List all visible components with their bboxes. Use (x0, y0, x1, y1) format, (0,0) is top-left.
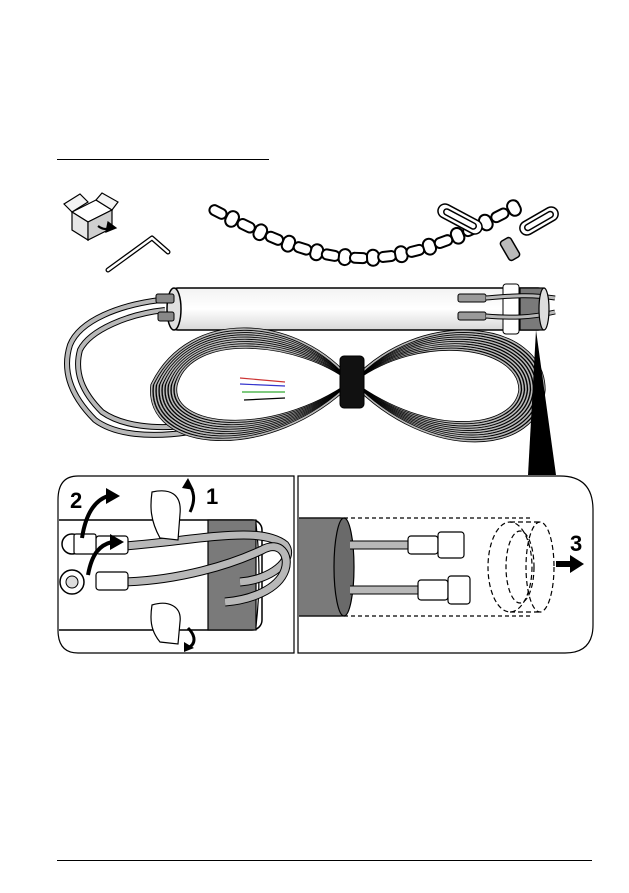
stripped-wire-ends-icon (240, 378, 285, 400)
step-3-label: 3 (570, 531, 582, 556)
callout-pointer (528, 330, 556, 475)
step-2-label: 2 (70, 488, 82, 513)
hex-key-icon (108, 238, 168, 270)
footer-rule (57, 860, 592, 861)
parts-box-icon (64, 193, 118, 240)
cable-strap-icon (340, 356, 364, 408)
step-1-label: 1 (206, 484, 218, 509)
